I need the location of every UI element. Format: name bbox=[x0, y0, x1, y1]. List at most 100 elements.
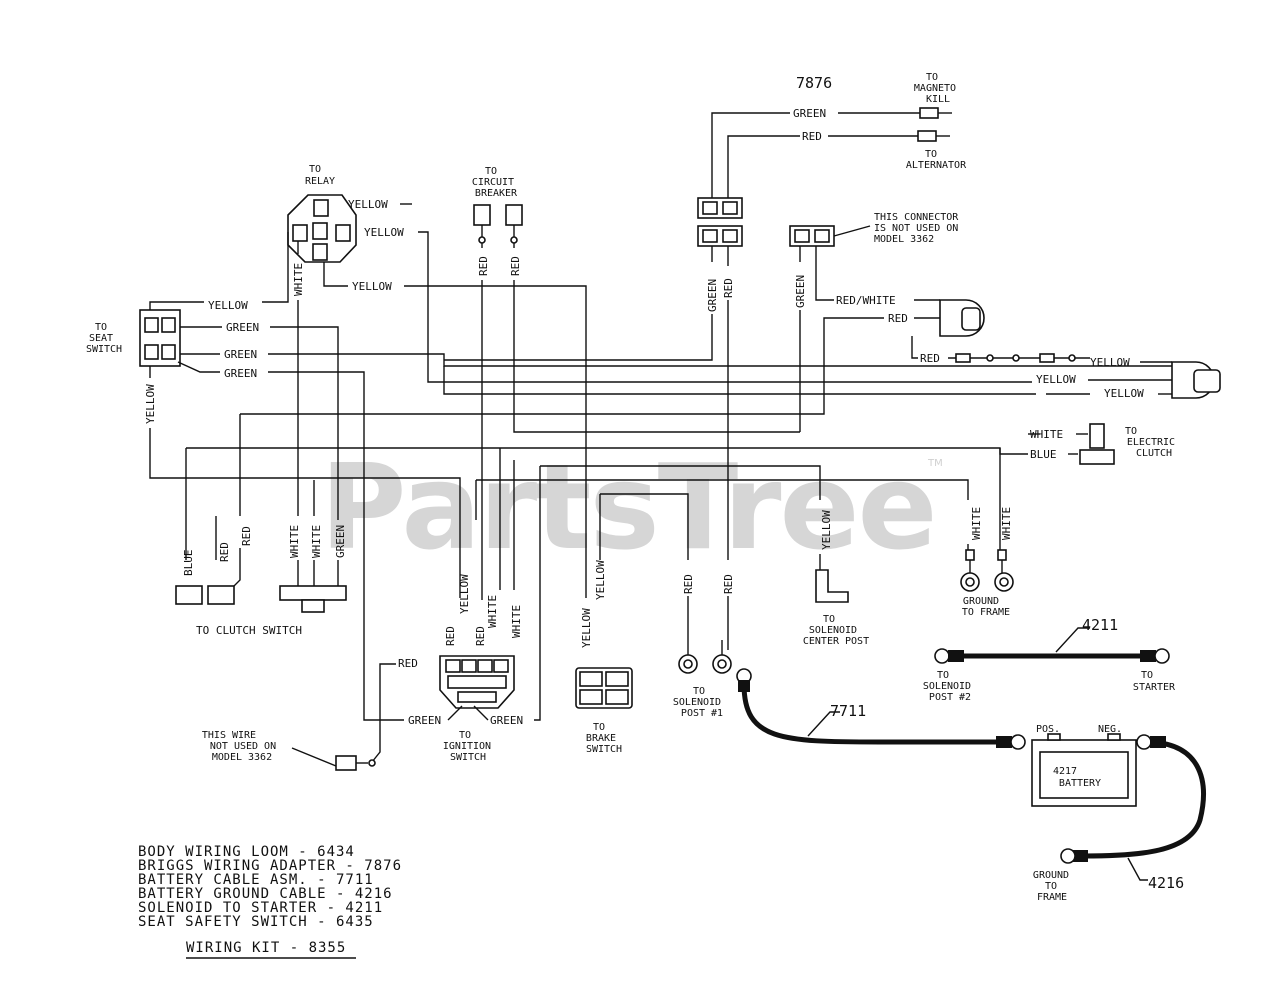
ign-red-1: RED bbox=[444, 626, 457, 646]
ign-green-right: GREEN bbox=[490, 714, 523, 727]
parts-list: BODY WIRING LOOM - 6434 BRIGGS WIRING AD… bbox=[138, 844, 402, 930]
unused-wire-terminal bbox=[291, 747, 376, 771]
ign-red-2: RED bbox=[474, 626, 487, 646]
clutch-blue-vertical: BLUE bbox=[182, 550, 195, 577]
ign-green-left: GREEN bbox=[408, 714, 441, 727]
to-solenoid-post-1-label: TO SOLENOID POST #1 bbox=[673, 686, 727, 719]
ground-to-frame-2-label: GROUND TO FRAME bbox=[1033, 870, 1075, 903]
to-ignition-switch-label: TO IGNITION SWITCH bbox=[443, 730, 497, 763]
parts-list-item: BODY WIRING LOOM - 6434 bbox=[138, 844, 355, 860]
seat-yellow-vertical: YELLOW bbox=[144, 384, 157, 424]
cable-4211-label: 4211 bbox=[1082, 616, 1118, 634]
to-magneto-kill-label: TO MAGNETO KILL bbox=[914, 72, 962, 105]
battery-label: 4217 BATTERY bbox=[1053, 766, 1101, 789]
wire-note-label: THIS WIRE NOT USED ON MODEL 3362 bbox=[202, 730, 282, 763]
inline-red-label: RED bbox=[920, 352, 940, 365]
clutch-white-vertical-1: WHITE bbox=[288, 525, 301, 558]
clutch-switch-connectors bbox=[175, 585, 347, 613]
adapter-number: 7876 bbox=[796, 74, 832, 92]
red-white-label: RED/WHITE bbox=[836, 294, 896, 307]
brake-yellow-2: YELLOW bbox=[594, 560, 607, 600]
center-post-terminal bbox=[815, 554, 849, 603]
red-white-plug bbox=[939, 299, 985, 337]
center-yellow-vertical: YELLOW bbox=[820, 510, 833, 550]
wire-label-green-adapter: GREEN bbox=[793, 107, 826, 120]
adapter-wires bbox=[711, 107, 952, 198]
yellow-plug bbox=[1171, 361, 1221, 399]
battery bbox=[1031, 733, 1137, 807]
inline-yellow-label: YELLOW bbox=[1090, 356, 1130, 369]
ign-white-2: WHITE bbox=[510, 605, 523, 638]
cable-4216-label: 4216 bbox=[1148, 874, 1184, 892]
cable-4211 bbox=[934, 627, 1170, 664]
parts-list-item: SOLENOID TO STARTER - 4211 bbox=[138, 900, 383, 916]
inline-fuse bbox=[955, 353, 1076, 363]
parts-list-item: BRIGGS WIRING ADAPTER - 7876 bbox=[138, 858, 402, 874]
seat-green-3: GREEN bbox=[224, 367, 257, 380]
wire-label-red-adapter: RED bbox=[802, 130, 822, 143]
relay-yellow-3: YELLOW bbox=[352, 280, 392, 293]
battery-pos-label: POS. bbox=[1036, 724, 1060, 735]
relay-connector bbox=[287, 194, 357, 263]
to-solenoid-center-post-label: TO SOLENOID CENTER POST bbox=[803, 614, 869, 647]
ign-red-left: RED bbox=[398, 657, 418, 670]
adapter-green-vertical: GREEN bbox=[706, 279, 719, 312]
seat-switch-connector bbox=[139, 309, 181, 367]
to-clutch-switch-label: TO CLUTCH SWITCH bbox=[196, 624, 302, 637]
adapter-connector bbox=[697, 197, 743, 247]
to-circuit-breaker-label: TO CIRCUIT BREAKER bbox=[472, 166, 520, 199]
ignition-switch-connector bbox=[439, 655, 515, 709]
ground-ring-terminals bbox=[960, 549, 1014, 592]
to-alternator-label: TO ALTERNATOR bbox=[906, 149, 967, 171]
circuit-breaker-terminals bbox=[473, 204, 523, 245]
parts-list-item: BATTERY GROUND CABLE - 4216 bbox=[138, 886, 393, 902]
to-seat-switch-label: TO SEAT SWITCH bbox=[86, 322, 122, 355]
adapter-red-vertical: RED bbox=[722, 278, 735, 298]
seat-green-2: GREEN bbox=[224, 348, 257, 361]
brake-yellow-1: YELLOW bbox=[580, 608, 593, 648]
sol-red-2: RED bbox=[722, 574, 735, 594]
cb-red-2: RED bbox=[509, 256, 522, 276]
ground-white-1: WHITE bbox=[970, 507, 983, 540]
ground-white-2: WHITE bbox=[1000, 507, 1013, 540]
sol-red-1: RED bbox=[682, 574, 695, 594]
ign-white-1: WHITE bbox=[486, 595, 499, 628]
solenoid-ring-terminals bbox=[678, 640, 732, 674]
ign-yellow: YELLOW bbox=[458, 574, 471, 614]
yellow-2-label: YELLOW bbox=[1036, 373, 1076, 386]
seat-yellow: YELLOW bbox=[208, 299, 248, 312]
relay-white: WHITE bbox=[292, 263, 305, 296]
brake-switch-connector bbox=[575, 667, 633, 709]
cb-red-1: RED bbox=[477, 256, 490, 276]
yellow-3-label: YELLOW bbox=[1104, 387, 1144, 400]
relay-yellow-2: YELLOW bbox=[364, 226, 404, 239]
clutch-green-vertical: GREEN bbox=[334, 525, 347, 558]
parts-list-item: SEAT SAFETY SWITCH - 6435 bbox=[138, 914, 374, 930]
electric-clutch-connector bbox=[1079, 423, 1115, 465]
cable-4216 bbox=[1060, 734, 1206, 881]
clutch-red-vertical-1: RED bbox=[218, 542, 231, 562]
plug-red-label: RED bbox=[888, 312, 908, 325]
ground-to-frame-1-label: GROUND TO FRAME bbox=[962, 596, 1010, 618]
unused-connector bbox=[789, 225, 871, 247]
to-solenoid-post-2-label: TO SOLENOID POST #2 bbox=[923, 670, 977, 703]
watermark: PartsTree bbox=[320, 438, 936, 576]
to-brake-switch-label: TO BRAKE SWITCH bbox=[586, 722, 622, 755]
to-relay-label: TO RELAY bbox=[305, 164, 335, 187]
cable-7711 bbox=[736, 668, 1026, 750]
clutch-red-vertical-2: RED bbox=[240, 526, 253, 546]
unused-green-vertical: GREEN bbox=[794, 275, 807, 308]
clutch-white-vertical-2: WHITE bbox=[310, 525, 323, 558]
wiring-kit-label: WIRING KIT - 8355 bbox=[186, 940, 346, 956]
harness-wires bbox=[149, 203, 1172, 763]
connector-note: THIS CONNECTOR IS NOT USED ON MODEL 3362 bbox=[874, 212, 964, 245]
battery-neg-label: NEG. bbox=[1098, 724, 1122, 735]
to-electric-clutch-label: TO ELECTRIC CLUTCH bbox=[1125, 426, 1181, 459]
to-starter-label: TO STARTER bbox=[1133, 670, 1176, 693]
seat-green-1: GREEN bbox=[226, 321, 259, 334]
clutch-blue-label: BLUE bbox=[1030, 448, 1057, 461]
relay-yellow-1: YELLOW bbox=[348, 198, 388, 211]
cable-7711-label: 7711 bbox=[830, 702, 866, 720]
watermark-trademark: TM bbox=[927, 458, 943, 469]
